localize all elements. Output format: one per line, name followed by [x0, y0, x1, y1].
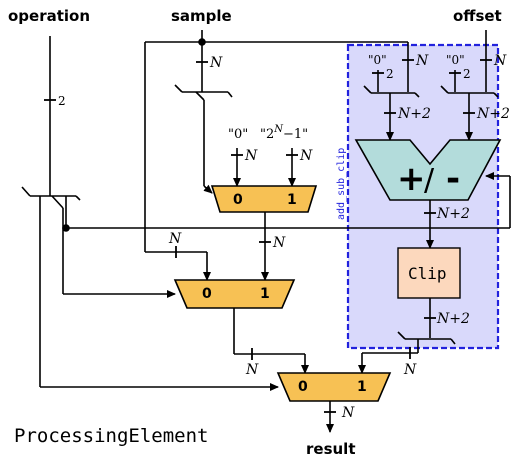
width-result: N [341, 405, 355, 421]
width-op: 2 [58, 94, 66, 108]
const-zero-mux: "0" [228, 127, 248, 142]
width-concat-a: N+2 [397, 106, 431, 122]
mux2-in0: 0 [202, 286, 212, 302]
width-concat-b: N+2 [476, 106, 510, 122]
width-sample-bypass: N [168, 231, 182, 247]
mux3-in0: 0 [298, 379, 308, 395]
add-sub-unit [354, 139, 502, 201]
width-sample: N [209, 55, 223, 71]
mux1-in1: 1 [287, 192, 297, 208]
module-title: ProcessingElement [14, 425, 208, 447]
width-zero-b: 2 [463, 67, 471, 81]
offset-input-label: offset [453, 7, 502, 25]
const-zero-sample: "0" [368, 53, 387, 67]
mux-sample-select [173, 279, 296, 309]
wires [21, 30, 511, 433]
mux1-in0: 0 [233, 192, 243, 208]
width-offset-block: N [493, 53, 507, 69]
width-sample-block: N [415, 53, 429, 69]
const-zero-offset: "0" [446, 53, 465, 67]
mux-constant-select [210, 185, 318, 213]
width-clip-to-mux: N [403, 362, 417, 378]
width-const-b: N [299, 148, 313, 164]
result-output-label: result [306, 440, 356, 458]
bus-ticks [44, 59, 492, 413]
addsub-slash: / [424, 163, 435, 198]
width-mux2-out: N [245, 362, 259, 378]
width-addsub-out: N+2 [436, 206, 470, 222]
clip-label: Clip [408, 264, 447, 283]
width-const-a: N [244, 148, 258, 164]
junction-dots [62, 38, 206, 232]
sample-input-label: sample [171, 7, 232, 25]
mux3-in1: 1 [357, 379, 367, 395]
mux2-in1: 1 [260, 286, 270, 302]
operation-input-label: operation [8, 7, 90, 25]
constant-labels: "0" "2N−1" "0" "0" [228, 53, 465, 142]
addsub-plus: + [397, 159, 426, 199]
width-clip-out: N+2 [436, 311, 470, 327]
width-zero-a: 2 [386, 67, 394, 81]
mux-port-labels: 0 1 0 1 0 1 [202, 192, 367, 395]
clip-unit [397, 247, 461, 299]
const-max-mux: "2N−1" [260, 124, 308, 142]
add-sub-symbol: + / - [397, 159, 460, 199]
width-labels: 2 N N N 2 2 N+2 N+2 N N N N N+2 N+2 N N … [58, 53, 510, 421]
mux-result-select [276, 372, 392, 402]
add-sub-clip-label: add_sub_clip [336, 148, 347, 220]
width-mux1-out: N [272, 235, 286, 251]
addsub-minus: - [446, 159, 460, 199]
